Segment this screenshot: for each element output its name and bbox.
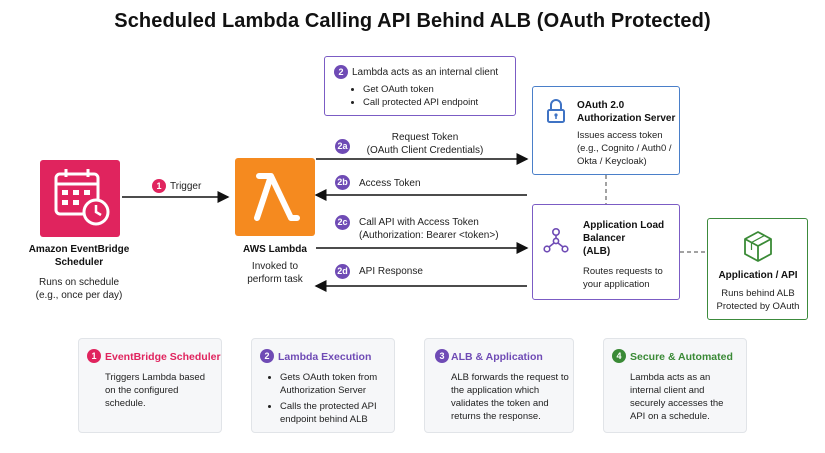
alb-desc-line1: Routes requests to [583,266,663,277]
alb-desc: Routes requests to your application [583,265,663,291]
alb-title-line3: (ALB) [583,246,611,257]
alb-title: Application Load Balancer (ALB) [583,219,664,258]
badge-2d: 2d [335,264,350,279]
card-2-badge: 2 [260,349,274,363]
oauth-desc-line2: (e.g., Cognito / Auth0 / [577,143,672,154]
badge-2c: 2c [335,215,350,230]
callout-item: Get OAuth token [363,83,523,96]
card-alb: 3 ALB & Application ALB forwards the req… [424,338,574,433]
calendar-clock-icon [54,169,110,226]
badge-2b: 2b [335,175,350,190]
oauth-title-line1: OAuth 2.0 [577,100,625,111]
card-2-item: Calls the protected API endpoint behind … [280,400,398,426]
card-3-badge: 3 [435,349,449,363]
card-3-title: ALB & Application [451,351,543,363]
lambda-client-callout: 2 Lambda acts as an internal client Get … [324,56,516,116]
app-desc: Runs behind ALB Protected by OAuth [708,287,808,313]
alb-title-line1: Application Load [583,220,665,231]
lambda-name: AWS Lambda [243,244,307,255]
trigger-label: Trigger [170,181,202,192]
card-4-title: Secure & Automated [630,351,733,363]
card-1-badge: 1 [87,349,101,363]
flow-2b-label: Access Token [359,178,421,189]
card-3-body: ALB forwards the request to the applicat… [451,372,569,422]
diagram-title: Scheduled Lambda Calling API Behind ALB … [114,10,711,32]
lock-icon [547,99,565,123]
flow-2c-line1: Call API with Access Token [359,217,479,228]
callout-item: Call protected API endpoint [363,96,523,109]
card-eventbridge: 1 EventBridge Scheduler Triggers Lambda … [78,338,222,433]
app-title: Application / API [718,270,798,281]
eventbridge-tile [40,160,120,237]
callout-badge: 2 [334,65,348,79]
flow-2a-label: Request Token (OAuth Client Credentials) [350,131,500,157]
lambda-tile [235,158,315,236]
oauth-title-line2: Authorization Server [577,113,676,124]
app-desc-line2: Protected by OAuth [716,301,800,312]
oauth-title: OAuth 2.0 Authorization Server [577,99,675,125]
eventbridge-name-line2: Scheduler [54,257,104,268]
eventbridge-desc: Runs on schedule (e.g., once per day) [14,276,144,302]
card-2-item: Gets OAuth token from Authorization Serv… [280,371,398,397]
oauth-desc: Issues access token (e.g., Cognito / Aut… [577,129,672,168]
oauth-desc-line3: Okta / Keycloak) [577,156,647,167]
lambda-desc: Invoked to perform task [215,260,335,286]
trigger-badge: 1 [152,179,166,193]
card-secure: 4 Secure & Automated Lambda acts as an i… [603,338,747,433]
card-2-list: Gets OAuth token from Authorization Serv… [268,371,398,426]
card-lambda: 2 Lambda Execution Gets OAuth token from… [251,338,395,433]
flow-2c-label: Call API with Access Token (Authorizatio… [359,216,529,242]
card-2-title: Lambda Execution [278,351,372,363]
callout-title: Lambda acts as an internal client [352,67,499,78]
eventbridge-desc-line2: (e.g., once per day) [35,290,123,301]
alb-title-line2: Balancer [583,233,626,244]
cube-icon [744,231,772,262]
flow-2c-line2: (Authorization: Bearer <token>) [359,230,499,241]
alb-desc-line2: your application [583,279,650,290]
flow-2a-line2: (OAuth Client Credentials) [366,145,484,156]
flow-2d-label: API Response [359,266,423,277]
card-1-body: Triggers Lambda based on the configured … [105,372,205,409]
lambda-desc-line1: Invoked to [251,261,299,272]
flow-2a-line1: Request Token [391,132,459,143]
card-4-badge: 4 [612,349,626,363]
alb-box: Application Load Balancer (ALB) Routes r… [532,204,680,300]
oauth-server: OAuth 2.0 Authorization Server Issues ac… [532,86,680,175]
app-desc-line1: Runs behind ALB [721,288,795,299]
application-box: Application / API Runs behind ALB Protec… [707,218,808,320]
lambda-desc-line2: perform task [247,274,303,285]
card-4-body: Lambda acts as an internal client and se… [630,372,724,422]
callout-list: Get OAuth token Call protected API endpo… [351,83,523,109]
badge-2a: 2a [335,139,350,154]
load-balancer-icon [543,227,569,253]
lambda-icon [254,173,300,221]
eventbridge-name: Amazon EventBridge Scheduler [14,243,144,269]
oauth-desc-line1: Issues access token [577,130,663,141]
eventbridge-name-line1: Amazon EventBridge [28,244,130,255]
eventbridge-desc-line1: Runs on schedule [38,277,120,288]
card-1-title: EventBridge Scheduler [105,351,221,363]
